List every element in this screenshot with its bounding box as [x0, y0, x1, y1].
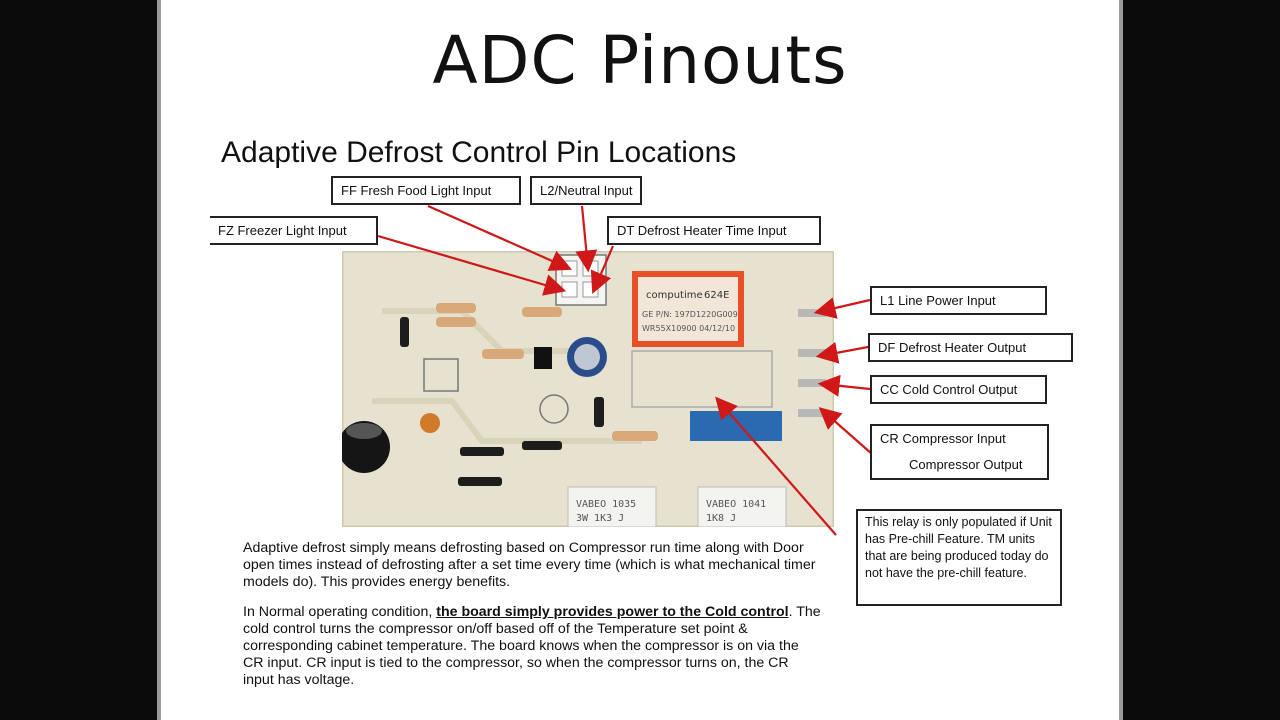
arrow-ff — [427, 204, 573, 271]
label-l1: L1 Line Power Input — [870, 286, 1047, 315]
label-df: DF Defrost Heater Output — [868, 333, 1073, 362]
label-cr-line1: CR Compressor Input — [880, 431, 1006, 446]
slide-title: ADC Pinouts — [432, 22, 848, 99]
relay-note: This relay is only populated if Unit has… — [856, 509, 1062, 606]
arrow-cr — [818, 407, 873, 455]
arrow-l2 — [575, 205, 598, 273]
board-wr-pn-text: WR55X10900 04/12/10 — [642, 324, 735, 333]
resistor-1-text: VABEO 1035 — [576, 499, 636, 510]
resistor-1b-text: 3W 1K3 J — [576, 513, 624, 524]
board-ge-pn-text: GE P/N: 197D1220G009 — [642, 310, 738, 319]
paragraph-2-rest: . The cold control turns the compressor … — [243, 604, 821, 688]
slide-edge-left — [157, 0, 161, 720]
label-cr-line2: Compressor Output — [909, 457, 1023, 472]
board-model-text: 624E — [704, 290, 729, 301]
paragraph-2-prefix: In Normal operating condition, — [243, 604, 437, 620]
slide-subtitle: Adaptive Defrost Control Pin Locations — [221, 136, 737, 169]
paragraph-normal-operation: In Normal operating condition, the board… — [243, 604, 823, 689]
resistor-2-text: VABEO 1041 — [706, 499, 766, 510]
board-brand-text: computime — [646, 290, 703, 301]
label-fz: FZ Freezer Light Input — [210, 216, 378, 245]
label-ff: FF Fresh Food Light Input — [331, 176, 521, 205]
arrow-df — [815, 341, 869, 364]
resistor-2b-text: 1K8 J — [706, 513, 736, 524]
circuit-board-illustration: computime 624E GE P/N: 197D1220G009 WR55… — [342, 251, 834, 527]
paragraph-adaptive-defrost: Adaptive defrost simply means defrosting… — [243, 540, 816, 590]
slide-edge-right — [1119, 0, 1123, 720]
arrow-cc — [817, 374, 871, 397]
arrow-relay — [715, 396, 837, 536]
label-dt: DT Defrost Heater Time Input — [607, 216, 821, 245]
label-cr: CR Compressor Input Compressor Output — [870, 424, 1049, 480]
label-l2: L2/Neutral Input — [530, 176, 642, 205]
arrow-l1 — [813, 297, 871, 319]
label-cc: CC Cold Control Output — [870, 375, 1047, 404]
arrow-fz — [377, 234, 567, 296]
arrow-dt — [590, 245, 615, 295]
paragraph-2-emphasis: the board simply provides power to the C… — [436, 604, 789, 620]
circuit-board-photo: computime 624E GE P/N: 197D1220G009 WR55… — [342, 251, 834, 527]
